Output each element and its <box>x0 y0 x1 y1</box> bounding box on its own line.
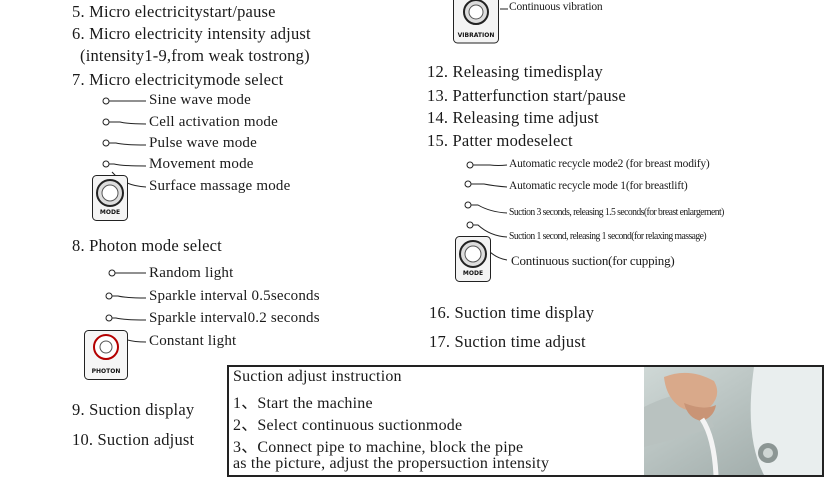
suction-instruction-box: Suction adjust instruction 1、Start the m… <box>227 365 824 477</box>
photon-knob-label: PHOTON <box>91 368 121 375</box>
instruction-step-1: 1、Start the machine <box>233 395 373 412</box>
photon-option-02: Sparkle interval0.2 seconds <box>149 310 320 326</box>
photon-knob-icon[interactable]: PHOTON <box>84 330 128 380</box>
mode-option-pulse: Pulse wave mode <box>149 135 257 151</box>
mode-option-movement: Movement mode <box>149 156 254 172</box>
patter-option-suction1: Suction 1 second, releasing 1 second(for… <box>509 231 707 242</box>
instruction-step-3: 3、Connect pipe to machine, block the pip… <box>233 439 524 456</box>
item-7-label: 7. Micro electricitymode select <box>72 70 284 89</box>
item-17-label: 17. Suction time adjust <box>429 332 586 351</box>
item-6-note: (intensity1-9,from weak tostrong) <box>80 46 310 65</box>
item-6-label: 6. Micro electricity intensity adjust <box>72 24 311 43</box>
item-16-label: 16. Suction time display <box>429 303 595 322</box>
item-12-label: 12. Releasing timedisplay <box>427 62 603 81</box>
item-5-label: 5. Micro electricitystart/pause <box>72 2 276 21</box>
patter-option-continuous: Continuous suction(for cupping) <box>511 253 675 268</box>
patter-option-recycle1: Automatic recycle mode 1(for breastlift) <box>509 180 688 192</box>
patter-option-suction3: Suction 3 seconds, releasing 1.5 seconds… <box>509 207 724 218</box>
hand-blocking-pipe-photo <box>644 367 822 475</box>
mode-option-sine: Sine wave mode <box>149 92 251 108</box>
item-15-label: 15. Patter modeselect <box>427 131 573 150</box>
mode-knob-icon[interactable]: MODE <box>92 175 128 221</box>
vibration-knob-label: VIBRATION <box>457 32 495 39</box>
item-13-label: 13. Patterfunction start/pause <box>427 86 626 105</box>
vibration-knob-icon[interactable]: VIBRATION <box>453 0 499 44</box>
photon-option-random: Random light <box>149 265 234 281</box>
item-9-label: 9. Suction display <box>72 400 195 419</box>
patter-mode-knob-label: MODE <box>462 270 484 277</box>
patter-option-recycle2: Automatic recycle mode2 (for breast modi… <box>509 158 710 170</box>
item-8-label: 8. Photon mode select <box>72 236 222 255</box>
vibration-label: Continuous vibration <box>509 1 603 13</box>
instruction-step-2: 2、Select continuous suctionmode <box>233 417 463 434</box>
patter-mode-knob-icon[interactable]: MODE <box>455 236 491 282</box>
mode-option-surface: Surface massage mode <box>149 178 291 194</box>
photon-option-05: Sparkle interval 0.5seconds <box>149 288 320 304</box>
item-14-label: 14. Releasing time adjust <box>427 108 599 127</box>
item-10-label: 10. Suction adjust <box>72 430 195 449</box>
mode-option-cell: Cell activation mode <box>149 114 278 130</box>
instruction-step-4: as the picture, adjust the propersuction… <box>233 455 550 472</box>
mode-knob-label: MODE <box>99 209 121 216</box>
instruction-title: Suction adjust instruction <box>233 368 402 385</box>
photon-option-constant: Constant light <box>149 333 237 349</box>
